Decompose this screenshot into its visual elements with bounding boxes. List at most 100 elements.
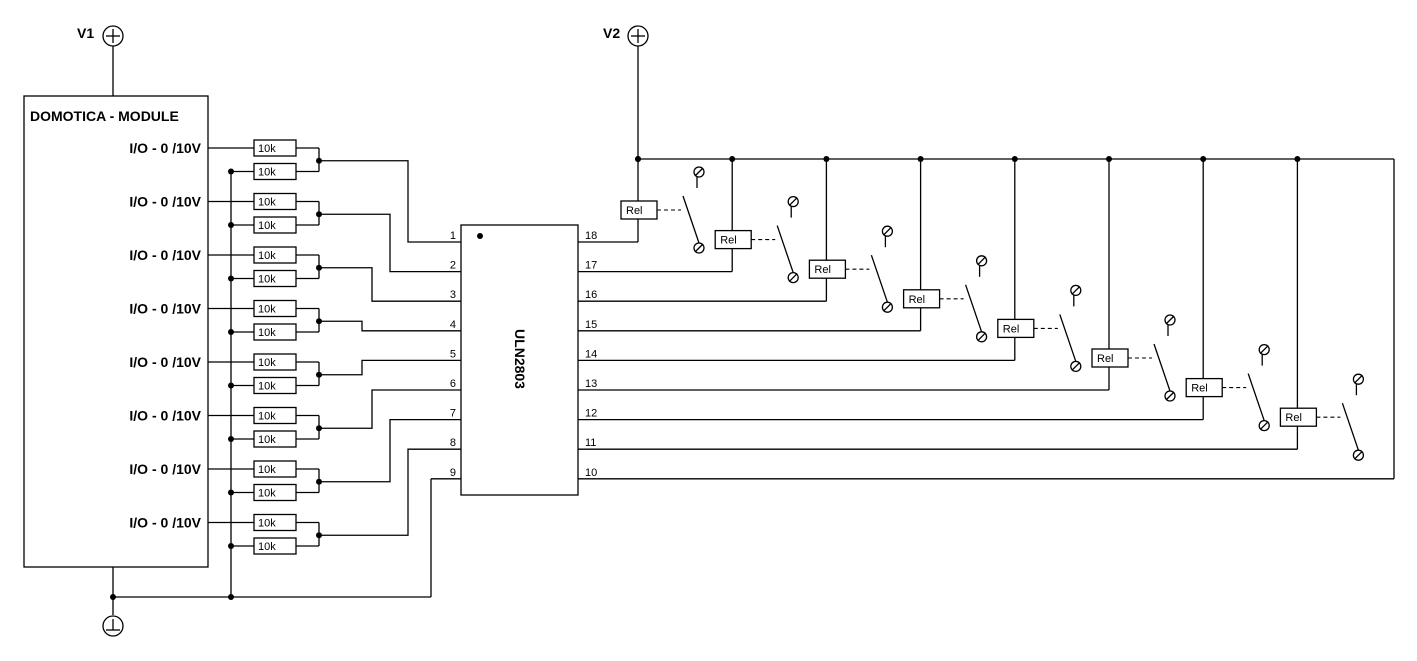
relay-label: Rel	[626, 205, 643, 217]
ic-pin-right: 17	[585, 260, 597, 272]
resistor-label: 10k	[258, 357, 276, 369]
resistor-label: 10k	[258, 167, 276, 179]
resistor-label: 10k	[258, 381, 276, 393]
terminal-icon	[881, 301, 894, 313]
ic-pin-left: 4	[450, 319, 456, 331]
io-label: I/O - 0 /10V	[129, 301, 201, 317]
v2-supply: V2	[603, 25, 649, 159]
io-label: I/O - 0 /10V	[129, 515, 201, 531]
input-channel: 10k 10k	[208, 353, 461, 395]
resistor-label: 10k	[258, 220, 276, 232]
ic-pin-right: 13	[585, 378, 597, 390]
relay-contact	[1341, 373, 1365, 461]
relay-output: Rel	[578, 156, 799, 284]
relay-contact	[1247, 343, 1270, 432]
relay-contact	[776, 195, 799, 284]
terminal-icon	[1164, 314, 1176, 326]
relay-contact	[964, 255, 988, 343]
input-channel: 10k 10k	[208, 448, 461, 555]
terminal-icon	[1070, 360, 1082, 373]
resistor-label: 10k	[258, 327, 276, 339]
ic-pin-right: 10	[585, 467, 597, 479]
v1-supply: V1	[77, 25, 124, 96]
ic-pin-right: 14	[585, 348, 597, 360]
terminal-icon	[1352, 373, 1365, 385]
input-channel: 10k 10k	[208, 299, 461, 341]
relay-label: Rel	[1097, 353, 1114, 365]
resistor-label: 10k	[258, 274, 276, 286]
resistor-label: 10k	[258, 197, 276, 209]
input-channel: 10k 10k	[208, 192, 461, 273]
ic-name: ULN2803	[512, 329, 528, 389]
terminal-icon	[787, 195, 799, 208]
ic-pin-left: 7	[450, 408, 456, 420]
ic-pin-left: 5	[450, 348, 456, 360]
io-label: I/O - 0 /10V	[129, 247, 201, 263]
relay-label: Rel	[1191, 383, 1208, 395]
terminal-icon	[881, 225, 894, 237]
relay-label: Rel	[720, 235, 737, 247]
ic-pin-left: 3	[450, 289, 456, 301]
terminal-icon	[975, 255, 988, 267]
relay-label: Rel	[814, 264, 831, 276]
ic-pin-left: 1	[450, 230, 456, 242]
resistor-label: 10k	[258, 250, 276, 262]
relay-contact	[1059, 284, 1082, 373]
terminal-icon	[975, 331, 988, 343]
module-box	[23, 95, 209, 568]
terminal-icon	[1352, 449, 1365, 461]
ic-pin-right: 16	[585, 289, 597, 301]
relay-contact	[870, 225, 894, 313]
io-labels: I/O - 0 /10V I/O - 0 /10V I/O - 0 /10V I/O …	[129, 140, 201, 531]
relay-label: Rel	[1285, 412, 1302, 424]
input-networks: 10k 10k 10k 10k 10k 10k 10k 10k 10k 10k 10k 10k 10k 1…	[208, 139, 461, 597]
resistor-label: 10k	[258, 411, 276, 423]
relay-label: Rel	[909, 294, 926, 306]
ground-icon	[102, 615, 124, 637]
module-title: DOMOTICA - MODULE	[30, 108, 179, 124]
terminal-icon	[1070, 284, 1082, 297]
relay-output: Rel	[578, 156, 705, 254]
relay-output: Rel	[578, 156, 988, 343]
v2-plus-icon	[627, 25, 649, 47]
ic-pin-left: 6	[450, 378, 456, 390]
ic-pin-right: 12	[585, 408, 597, 420]
v1-plus-icon	[102, 25, 124, 47]
terminal-icon	[787, 271, 799, 284]
ic-pin-right: 15	[585, 319, 597, 331]
terminal-icon	[1258, 343, 1270, 356]
relay-output: Rel	[578, 156, 894, 313]
relay-contact	[1153, 314, 1176, 402]
ic-pin-left: 8	[450, 437, 456, 449]
resistor-label: 10k	[258, 541, 276, 553]
resistor-label: 10k	[258, 464, 276, 476]
input-channel: 10k 10k	[208, 139, 461, 243]
resistor-label: 10k	[258, 143, 276, 155]
relay-output: Rel	[578, 156, 1270, 432]
ic-body	[460, 224, 579, 496]
ic-pin-right: 11	[585, 437, 596, 449]
io-label: I/O - 0 /10V	[129, 408, 201, 424]
terminal-icon	[1258, 419, 1270, 432]
pin1-marker	[477, 233, 483, 239]
relay-contact	[682, 166, 705, 254]
io-label: I/O - 0 /10V	[129, 194, 201, 210]
input-channel: 10k 10k	[208, 246, 461, 302]
io-label: I/O - 0 /10V	[129, 461, 201, 477]
terminal-icon	[693, 242, 705, 254]
v2-label: V2	[603, 25, 620, 41]
relay-output: Rel	[578, 156, 1176, 402]
relay-label: Rel	[1003, 323, 1020, 335]
v1-label: V1	[77, 25, 94, 41]
io-label: I/O - 0 /10V	[129, 140, 201, 156]
resistor-label: 10k	[258, 304, 276, 316]
ic-pin-right: 18	[585, 230, 597, 242]
ic-pin-left: 9	[450, 467, 456, 479]
